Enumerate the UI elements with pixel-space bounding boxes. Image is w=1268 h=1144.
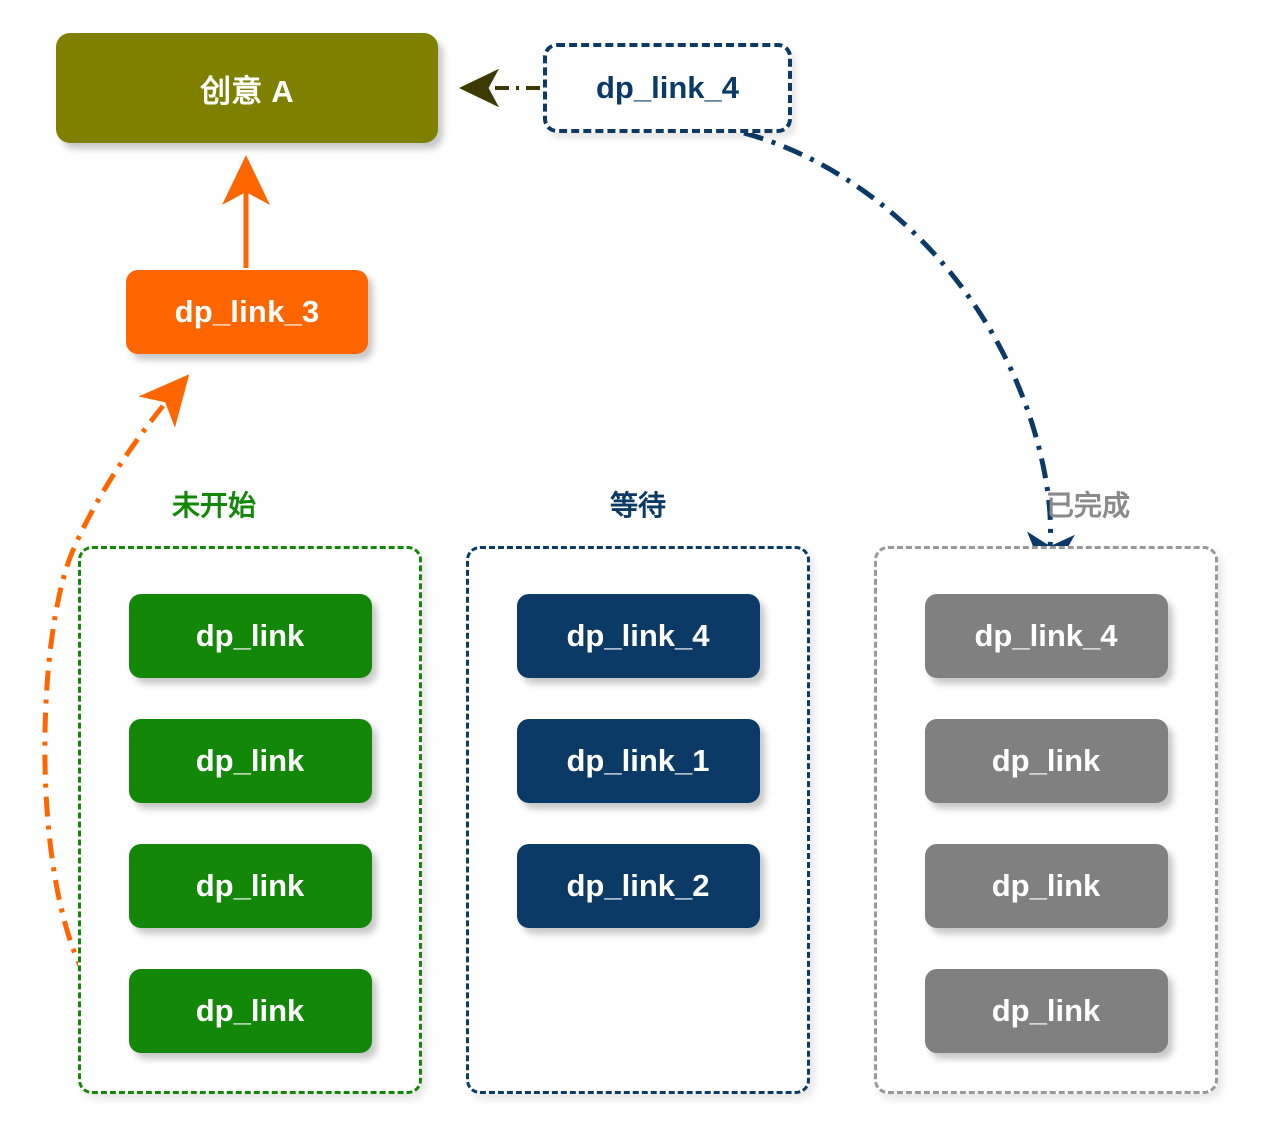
card-label: dp_link (991, 743, 1101, 778)
card-waiting-0[interactable]: dp_link_4 (516, 594, 760, 678)
column-items-not-started: dp_link dp_link dp_link dp_link (78, 546, 422, 1094)
idea-node-label: 创意 A (200, 73, 294, 109)
card-done-0[interactable]: dp_link_4 (924, 594, 1168, 678)
column-waiting: 等待 dp_link_4 dp_link_1 dp_link_2 (466, 490, 810, 1094)
card-waiting-2[interactable]: dp_link_2 (516, 844, 760, 928)
card-label: dp_link_4 (974, 618, 1118, 653)
column-title-not-started: 未开始 (172, 490, 257, 521)
ghost-node-dp-link-4[interactable]: dp_link_4 (543, 43, 792, 133)
column-title-waiting: 等待 (609, 490, 666, 521)
ghost-node-label: dp_link_4 (596, 70, 739, 105)
column-not-started: 未开始 dp_link dp_link dp_link dp_link (78, 490, 422, 1094)
card-not-started-0[interactable]: dp_link (128, 594, 372, 678)
stage-node-label: dp_link_3 (174, 294, 320, 329)
card-label: dp_link (195, 993, 305, 1028)
card-label: dp_link (991, 868, 1101, 903)
card-not-started-2[interactable]: dp_link (128, 844, 372, 928)
column-done: 已完成 dp_link_4 dp_link dp_link dp_link (874, 490, 1218, 1094)
column-items-waiting: dp_link_4 dp_link_1 dp_link_2 (466, 546, 810, 1094)
card-label: dp_link_2 (566, 868, 710, 903)
card-label: dp_link (195, 618, 305, 653)
card-label: dp_link (991, 993, 1101, 1028)
card-label: dp_link (195, 868, 305, 903)
card-done-1[interactable]: dp_link (924, 719, 1168, 803)
column-items-done: dp_link_4 dp_link dp_link dp_link (874, 546, 1218, 1094)
card-done-3[interactable]: dp_link (924, 969, 1168, 1053)
card-not-started-3[interactable]: dp_link (128, 969, 372, 1053)
card-done-2[interactable]: dp_link (924, 844, 1168, 928)
card-label: dp_link_1 (566, 743, 710, 778)
card-not-started-1[interactable]: dp_link (128, 719, 372, 803)
card-label: dp_link_4 (566, 618, 710, 653)
column-title-done: 已完成 (1045, 490, 1130, 521)
card-label: dp_link (195, 743, 305, 778)
card-waiting-1[interactable]: dp_link_1 (516, 719, 760, 803)
stage-node-dp-link-3[interactable]: dp_link_3 (126, 270, 368, 354)
idea-node[interactable]: 创意 A (56, 33, 438, 143)
